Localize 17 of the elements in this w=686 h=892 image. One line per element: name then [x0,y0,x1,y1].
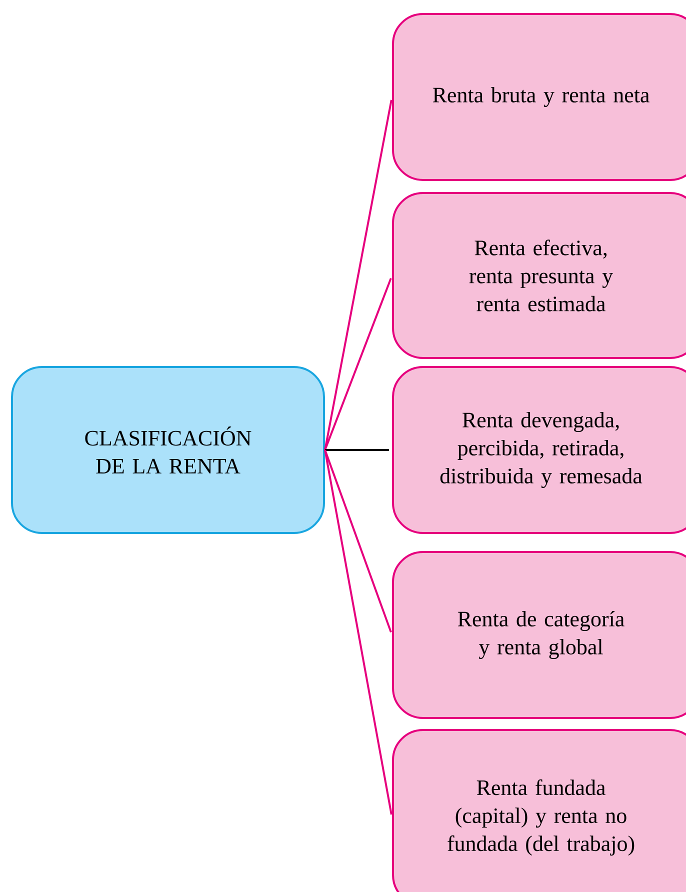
connector-line [324,450,392,633]
category-box [392,192,686,359]
box-label: CLASIFICACIÓN DE LA RENTA [85,426,252,474]
category-box [392,13,686,181]
connector-line [324,278,392,450]
connector-line [325,449,389,451]
connector-line [324,100,392,450]
box-label: Renta efectiva, renta presunta y renta estimada [469,240,613,312]
topic-box [11,366,325,534]
connector-line [324,450,392,815]
box-label: Renta de categoría y renta global [458,610,624,660]
category-box [392,366,686,534]
box-label: Renta fundada (capital) y renta no fundada (del trabajo) [448,779,634,856]
box-label: Renta devengada, percibida, retirada, distribuida y remesada [440,412,642,488]
category-box [392,729,686,892]
category-box [392,551,686,719]
box-label: Renta bruta y renta neta [432,87,650,108]
